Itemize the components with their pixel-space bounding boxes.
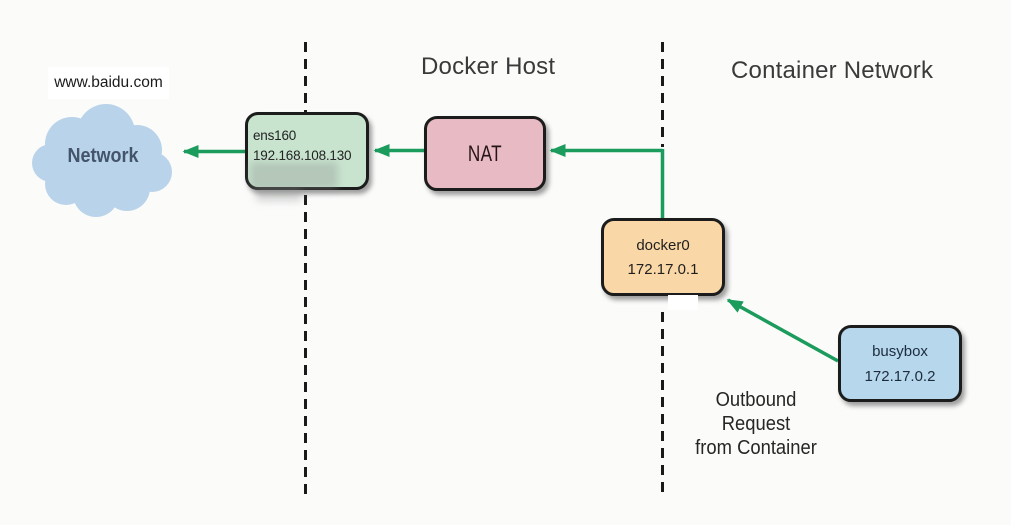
node-busybox: busybox 172.17.0.2 bbox=[838, 325, 962, 402]
node-nat: NAT bbox=[424, 116, 546, 191]
docker-host-title: Docker Host bbox=[421, 53, 556, 80]
network-cloud-icon bbox=[32, 104, 172, 217]
busybox-ip: 172.17.0.2 bbox=[864, 367, 936, 385]
outbound-request-annotation: Outbound Request from Container bbox=[679, 388, 834, 460]
ens160-name: ens160 bbox=[253, 128, 297, 143]
nat-label: NAT bbox=[467, 140, 503, 166]
node-ens160: ens160 192.168.108.130 bbox=[245, 112, 369, 190]
docker0-name: docker0 bbox=[636, 236, 690, 254]
docker0-dash-gap bbox=[668, 295, 698, 310]
annotation-line-3: from Container bbox=[695, 437, 817, 459]
ens160-ip: 192.168.108.130 bbox=[253, 147, 352, 163]
arrow-busybox-to-docker0 bbox=[726, 298, 839, 363]
docker0-ip: 172.17.0.1 bbox=[627, 260, 699, 278]
external-domain-label: www.baidu.com bbox=[48, 67, 169, 99]
container-network-title: Container Network bbox=[731, 57, 934, 84]
busybox-name: busybox bbox=[872, 342, 928, 360]
cloud-label: Network bbox=[67, 144, 139, 167]
annotation-line-2: Request bbox=[721, 413, 791, 435]
annotation-line-1: Outbound bbox=[715, 389, 797, 411]
node-docker0: docker0 172.17.0.1 bbox=[601, 218, 725, 296]
